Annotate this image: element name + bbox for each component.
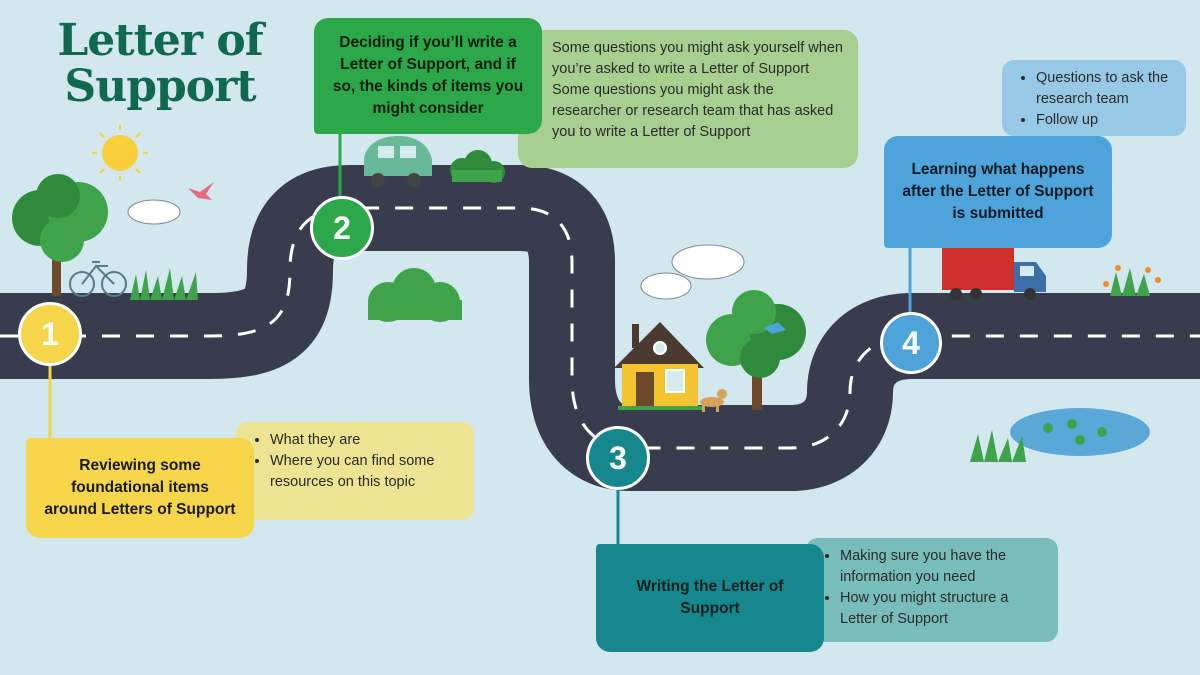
car-icon <box>364 136 432 187</box>
step-4-bullet: Follow up <box>1036 110 1174 131</box>
step-1-notes: What they are Where you can find some re… <box>236 422 474 520</box>
step-1-number: 1 <box>41 315 59 352</box>
step-4-bullet-list: Questions to ask the research team Follo… <box>1014 68 1174 131</box>
house-icon <box>614 322 704 410</box>
sun-icon <box>92 125 148 181</box>
step-1-bullet: Where you can find some resources on thi… <box>270 451 462 493</box>
bicycle-icon <box>69 261 127 297</box>
bird-icon <box>188 182 214 200</box>
step-2-number: 2 <box>333 209 351 246</box>
step-3-badge: 3 <box>586 426 650 490</box>
step-2-bullet-list: Some questions you might ask yourself wh… <box>530 38 846 143</box>
bush-icon <box>368 268 462 322</box>
grass-icon <box>130 268 198 300</box>
step-1-label: Reviewing some foundational items around… <box>44 457 236 518</box>
step-2-notes: Some questions you might ask yourself wh… <box>518 30 858 168</box>
step-3-notes: Making sure you have the information you… <box>806 538 1058 642</box>
step-2-badge: 2 <box>310 196 374 260</box>
step-4-number: 4 <box>902 324 920 361</box>
step-1-label-box: Reviewing some foundational items around… <box>26 438 254 538</box>
step-3-bullet-list: Making sure you have the information you… <box>818 546 1046 630</box>
step-3-label: Writing the Letter of Support <box>636 578 784 617</box>
bush-icon <box>450 150 505 183</box>
step-4-notes: Questions to ask the research team Follo… <box>1002 60 1186 136</box>
step-1-badge: 1 <box>18 302 82 366</box>
cloud-icon <box>640 244 745 300</box>
step-4-badge: 4 <box>880 312 942 374</box>
step-4-label-box: Learning what happens after the Letter o… <box>884 136 1112 248</box>
step-2-bullet: Some questions you might ask the researc… <box>552 80 846 143</box>
title-line-1: Letter of <box>57 15 263 66</box>
truck-icon <box>942 246 1046 300</box>
step-3-bullet: How you might structure a Letter of Supp… <box>840 588 1046 630</box>
flowers-icon <box>1103 265 1161 296</box>
grass-icon <box>970 430 1026 462</box>
step-3-number: 3 <box>609 439 627 476</box>
step-3-label-box: Writing the Letter of Support <box>596 544 824 652</box>
step-4-label: Learning what happens after the Letter o… <box>902 161 1094 222</box>
step-1-bullet: What they are <box>270 430 462 451</box>
road-dashes <box>0 206 1200 450</box>
step-2-label: Deciding if you’ll write a Letter of Sup… <box>332 34 524 117</box>
step-1-bullet-list: What they are Where you can find some re… <box>248 430 462 493</box>
page-title: Letter of Support <box>40 18 280 110</box>
pond-icon <box>1010 408 1150 456</box>
bird-icon <box>764 322 786 334</box>
step-2-bullet: Some questions you might ask yourself wh… <box>552 38 846 80</box>
tree-icon <box>12 174 108 296</box>
title-line-2: Support <box>64 61 256 112</box>
cloud-icon <box>127 199 181 225</box>
step-3-bullet: Making sure you have the information you… <box>840 546 1046 588</box>
dog-icon <box>700 389 727 412</box>
step-2-label-box: Deciding if you’ll write a Letter of Sup… <box>314 18 542 134</box>
step-4-bullet: Questions to ask the research team <box>1036 68 1174 110</box>
